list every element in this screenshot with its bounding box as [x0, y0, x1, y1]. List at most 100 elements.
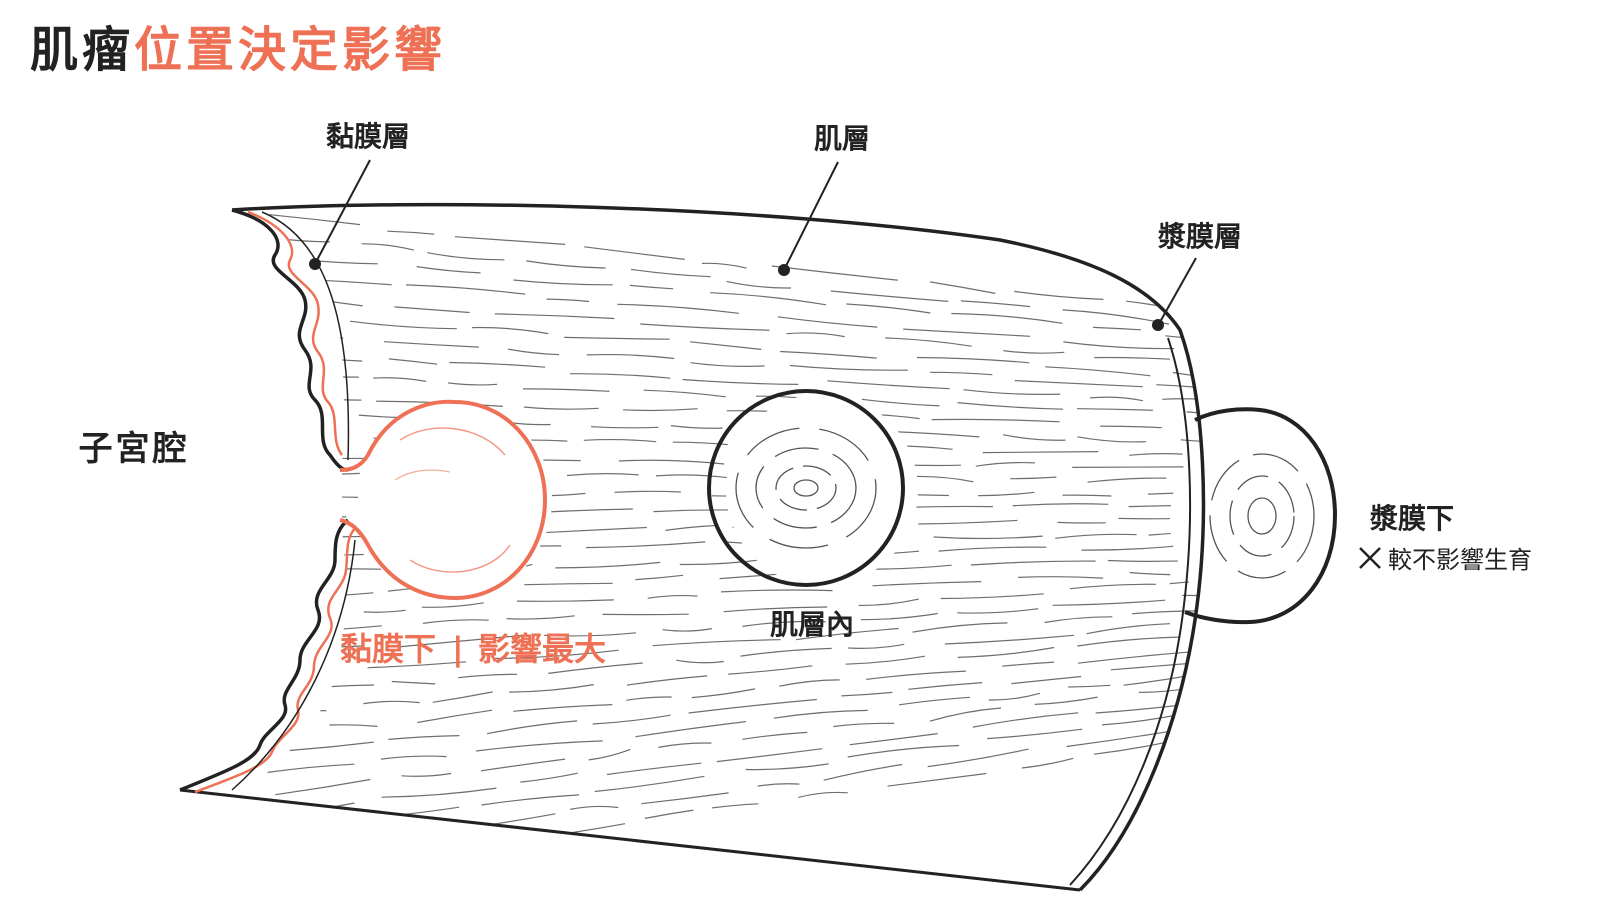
muscle-fiber-stroke: [1186, 411, 1204, 419]
muscle-fiber-stroke: [283, 294, 363, 307]
muscle-fiber-stroke: [1014, 380, 1143, 388]
muscle-fiber-stroke: [387, 230, 435, 235]
muscle-fiber-stroke: [1094, 356, 1170, 360]
muscle-fiber-stroke: [662, 628, 713, 632]
muscle-fiber-stroke: [779, 679, 840, 687]
muscle-fiber-stroke: [1077, 651, 1192, 664]
mucosa-inner-bottom: [231, 539, 356, 791]
muscle-fiber-stroke: [918, 519, 1018, 525]
muscle-fiber-stroke: [647, 594, 698, 599]
muscle-fiber-stroke: [691, 688, 756, 699]
muscle-fiber-stroke: [381, 787, 497, 798]
muscle-fiber-stroke: [1129, 571, 1171, 576]
muscle-fiber-stroke: [916, 356, 1030, 364]
muscle-fiber-stroke: [1180, 439, 1204, 445]
muscle-fiber-stroke: [1012, 503, 1109, 507]
muscle-fiber-stroke: [548, 662, 643, 674]
muscle-fiber-stroke: [1182, 730, 1204, 747]
muscle-fiber-stroke: [1093, 326, 1141, 331]
muscle-fiber-stroke: [640, 323, 770, 331]
muscle-fiber-stroke: [618, 459, 725, 465]
muscle-fiber-stroke: [723, 606, 828, 613]
muscle-fiber-stroke: [866, 670, 967, 680]
muscle-fiber-stroke: [742, 620, 826, 627]
muscle-fiber-stroke: [682, 378, 799, 385]
muscle-fiber-stroke: [1100, 425, 1162, 429]
muscle-fiber-stroke: [846, 303, 931, 314]
label-mucosa: 黏膜層: [326, 120, 410, 153]
muscle-fiber-stroke: [555, 561, 661, 569]
muscle-fiber-stroke: [908, 682, 983, 690]
muscle-fiber-stroke: [364, 828, 436, 841]
muscle-fiber-stroke: [259, 568, 382, 573]
muscle-fiber-stroke: [847, 744, 960, 758]
muscle-fiber-stroke: [254, 855, 374, 877]
muscle-fiber-stroke: [288, 612, 338, 616]
muscle-fiber-stroke: [690, 341, 762, 350]
muscle-fiber-stroke: [421, 602, 484, 608]
muscle-fiber-stroke: [588, 748, 631, 761]
muscle-fiber-stroke: [284, 257, 378, 265]
muscle-fiber-stroke: [745, 763, 829, 771]
muscle-fiber-stroke: [977, 491, 1035, 497]
muscle-fiber-stroke: [652, 639, 781, 647]
muscle-fiber-stroke: [471, 326, 549, 335]
muscle-fiber-stroke: [506, 615, 575, 620]
muscle-fiber-stroke: [960, 300, 1031, 308]
muscle-fiber-stroke: [267, 763, 355, 773]
muscle-fiber-stroke: [275, 666, 326, 673]
muscle-fiber-stroke: [742, 731, 808, 740]
muscle-fiber-stroke: [1087, 477, 1167, 483]
label-submucosal-effect: 影響最大: [478, 630, 606, 668]
muscle-fiber-stroke: [1077, 636, 1181, 647]
muscle-fiber-stroke: [432, 691, 493, 703]
muscle-fiber-stroke: [823, 763, 903, 781]
mucosa-inner-top: [261, 211, 350, 461]
muscle-fiber-stroke: [486, 720, 578, 735]
muscle-fiber-stroke: [1138, 684, 1204, 693]
muscle-fiber-stroke: [710, 292, 827, 306]
intramural-fibroid: [707, 389, 905, 587]
muscle-fiber-stroke: [655, 474, 732, 479]
muscle-fiber-stroke: [957, 608, 1039, 614]
muscle-fiber-stroke: [1072, 466, 1186, 468]
muscle-fiber-stroke: [841, 691, 893, 697]
muscle-fiber-stroke: [789, 364, 908, 371]
muscle-fiber-stroke: [391, 680, 436, 685]
muscle-fiber-stroke: [507, 348, 560, 356]
muscle-fiber-stroke: [1077, 436, 1147, 443]
muscle-fiber-stroke: [526, 260, 606, 269]
muscle-fiber-stroke: [623, 408, 698, 412]
muscle-fiber-stroke: [927, 748, 1029, 768]
muscle-fiber-stroke: [570, 373, 671, 379]
muscle-fiber-stroke: [388, 735, 460, 740]
muscle-fiber-stroke: [780, 350, 877, 359]
muscle-fiber-stroke: [523, 406, 599, 410]
muscle-fiber-stroke: [1123, 670, 1204, 686]
muscle-fiber-stroke: [940, 593, 1044, 600]
muscle-fiber-stroke: [757, 783, 800, 787]
muscle-fiber-stroke: [253, 472, 360, 476]
muscle-fiber-stroke: [592, 714, 671, 725]
muscle-fiber-stroke: [454, 236, 566, 245]
muscle-fiber-stroke: [786, 332, 845, 338]
leader-serosa: [1152, 257, 1197, 331]
muscle-fiber-stroke: [1044, 616, 1113, 624]
muscle-fiber-stroke: [606, 762, 702, 776]
muscle-fiber-stroke: [278, 336, 344, 340]
muscle-fiber-stroke: [253, 493, 360, 498]
muscle-fiber-stroke: [1191, 322, 1204, 331]
muscle-fiber-stroke: [583, 438, 657, 443]
muscle-fiber-stroke: [827, 380, 950, 390]
muscle-fiber-stroke: [861, 398, 940, 407]
muscle-fiber-stroke: [584, 246, 685, 260]
muscle-fiber-stroke: [617, 303, 739, 314]
label-muscle: 肌層: [814, 122, 870, 155]
muscle-fiber-stroke: [394, 306, 470, 314]
muscle-fiber-stroke: [564, 336, 670, 340]
muscle-fiber-stroke: [363, 700, 420, 705]
muscle-fiber-stroke: [845, 655, 926, 665]
muscle-fiber-stroke: [982, 451, 1099, 454]
muscle-fiber-stroke: [885, 337, 972, 347]
muscle-fiber-stroke: [546, 298, 590, 303]
